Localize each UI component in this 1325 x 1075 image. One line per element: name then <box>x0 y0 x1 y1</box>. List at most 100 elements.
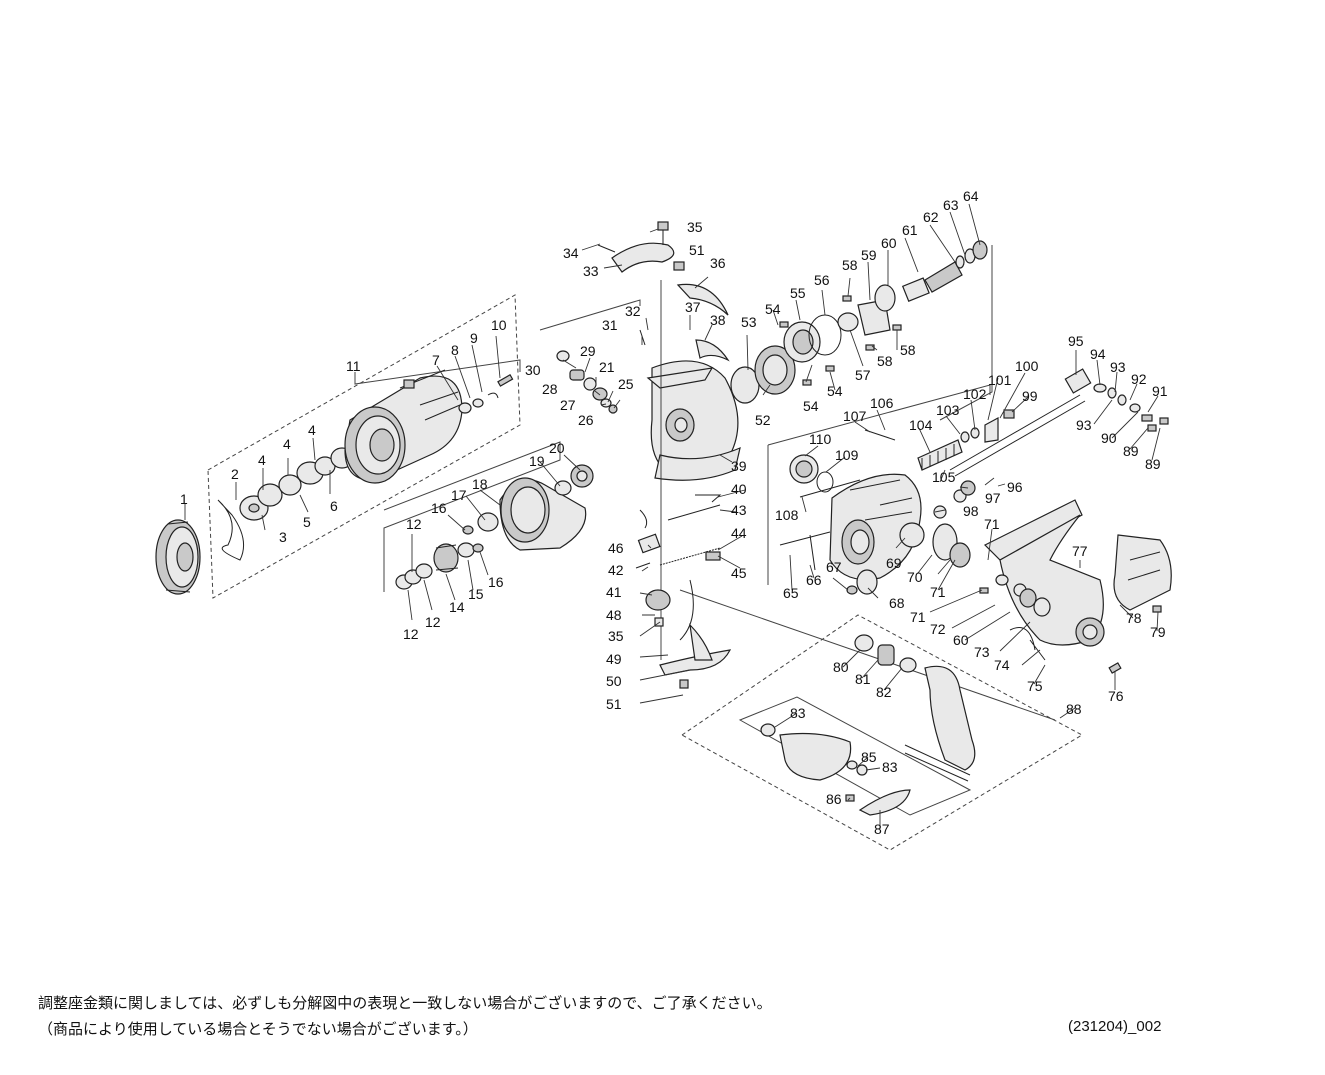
part-label-40: 40 <box>731 481 747 497</box>
rotor-group-bracket <box>383 441 561 592</box>
part-label-83b: 83 <box>882 759 898 775</box>
part-label-58b: 58 <box>877 353 893 369</box>
part-label-92: 92 <box>1131 371 1147 387</box>
part-label-107: 107 <box>843 408 867 424</box>
part-label-4c: 4 <box>308 422 316 438</box>
part-label-81: 81 <box>855 671 871 687</box>
spool-small-parts-drawing <box>458 373 514 414</box>
part-label-36: 36 <box>710 255 726 271</box>
part-label-51b: 51 <box>606 696 622 712</box>
part-label-79: 79 <box>1150 624 1166 640</box>
part-label-35b: 35 <box>608 628 624 644</box>
note-line-2: （商品により使用している場合とそうでない場合がございます。） <box>38 1020 478 1038</box>
part-label-70: 70 <box>907 569 923 585</box>
part-label-64: 64 <box>963 188 979 204</box>
note-line-1: 調整座金類に関しましては、必ずしも分解図中の表現と一致しない場合がございますので… <box>38 994 772 1012</box>
part-label-60b: 60 <box>953 632 969 648</box>
part-label-41: 41 <box>606 584 622 600</box>
handle-group-bracket <box>679 589 1056 721</box>
part-label-11: 11 <box>346 358 361 374</box>
part-label-33: 33 <box>583 263 599 279</box>
part-label-26: 26 <box>578 412 594 428</box>
drag-knob-group-bracket <box>354 359 521 385</box>
part-label-103: 103 <box>936 402 960 418</box>
part-label-65: 65 <box>783 585 799 601</box>
part-label-44: 44 <box>731 525 747 541</box>
part-label-90: 90 <box>1101 430 1117 446</box>
part-label-57: 57 <box>855 367 871 383</box>
part-label-51a: 51 <box>689 242 705 258</box>
part-label-16b: 16 <box>488 574 504 590</box>
rotor-drawing <box>499 477 587 551</box>
part-label-85: 85 <box>861 749 877 765</box>
part-label-67: 67 <box>826 559 842 575</box>
part-label-54c: 54 <box>827 383 843 399</box>
part-label-45: 45 <box>731 565 747 581</box>
part-label-38: 38 <box>710 312 726 328</box>
part-label-58a: 58 <box>842 257 858 273</box>
part-label-5: 5 <box>303 514 311 530</box>
part-label-3: 3 <box>279 529 287 545</box>
bail-foot-drawing <box>659 623 732 689</box>
part-label-4b: 4 <box>283 436 291 452</box>
part-label-19: 19 <box>529 453 545 469</box>
part-label-21: 21 <box>599 359 615 375</box>
part-label-10: 10 <box>491 317 507 333</box>
part-label-8: 8 <box>451 342 459 358</box>
bail-roller-parts-drawing <box>556 329 646 414</box>
part-label-100: 100 <box>1015 358 1039 374</box>
part-label-17: 17 <box>451 487 467 503</box>
part-label-16a: 16 <box>431 500 447 516</box>
rotor-body-drawing <box>646 360 741 481</box>
part-label-71a: 71 <box>984 516 1000 532</box>
part-label-78: 78 <box>1126 610 1142 626</box>
part-label-12c: 12 <box>425 614 441 630</box>
bail-group-bracket <box>539 299 641 331</box>
part-label-73: 73 <box>974 644 990 660</box>
oscillating-gear-drawing <box>730 345 796 404</box>
part-label-102: 102 <box>963 386 987 402</box>
handle-drawing <box>760 634 976 816</box>
part-label-27: 27 <box>560 397 576 413</box>
part-label-66: 66 <box>806 572 822 588</box>
part-label-12b: 12 <box>403 626 419 642</box>
bail-arm-drawing <box>597 221 730 362</box>
part-label-46: 46 <box>608 540 624 556</box>
part-label-34: 34 <box>563 245 579 261</box>
spool-washers-drawing <box>239 447 354 521</box>
part-label-77: 77 <box>1072 543 1088 559</box>
part-label-60a: 60 <box>881 235 897 251</box>
part-label-76: 76 <box>1108 688 1124 704</box>
spool-drag-knob-drawing <box>155 519 201 595</box>
part-label-32: 32 <box>625 303 641 319</box>
gearbox-body-drawing <box>779 429 922 581</box>
part-label-18: 18 <box>472 476 488 492</box>
part-label-59: 59 <box>861 247 877 263</box>
exploded-parts-diagram: 1 2 3 4 4 4 5 6 7 8 9 10 11 12 12 12 14 … <box>155 188 1172 851</box>
part-label-63: 63 <box>943 197 959 213</box>
part-label-96: 96 <box>1007 479 1023 495</box>
part-label-94: 94 <box>1090 346 1106 362</box>
part-label-9: 9 <box>470 330 478 346</box>
part-label-68: 68 <box>889 595 905 611</box>
part-label-74: 74 <box>994 657 1010 673</box>
part-label-58c: 58 <box>900 342 916 358</box>
part-label-91: 91 <box>1152 383 1168 399</box>
part-label-61: 61 <box>902 222 918 238</box>
part-label-71b: 71 <box>930 584 946 600</box>
leader-lines <box>184 203 1161 829</box>
part-label-31: 31 <box>602 317 618 333</box>
part-label-80: 80 <box>833 659 849 675</box>
part-label-28: 28 <box>542 381 558 397</box>
part-label-6: 6 <box>330 498 338 514</box>
part-label-50: 50 <box>606 673 622 689</box>
part-label-48: 48 <box>606 607 622 623</box>
part-label-83a: 83 <box>790 705 806 721</box>
part-label-53: 53 <box>741 314 757 330</box>
part-label-1: 1 <box>180 491 188 507</box>
part-label-97: 97 <box>985 490 1001 506</box>
part-label-105: 105 <box>932 469 956 485</box>
part-label-25: 25 <box>618 376 634 392</box>
pinion-gear-drawing <box>874 240 988 312</box>
part-label-95: 95 <box>1068 333 1084 349</box>
